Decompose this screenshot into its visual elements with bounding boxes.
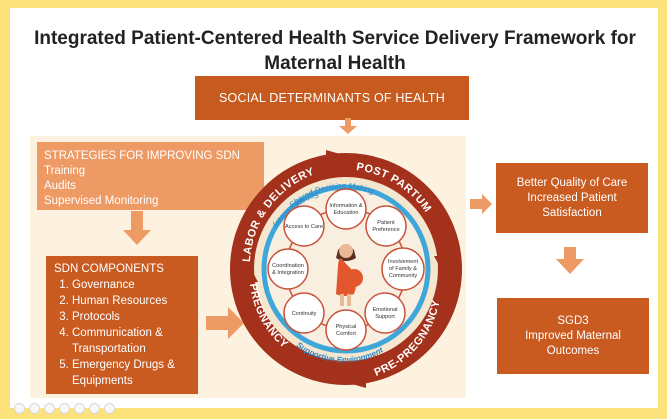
sdn-components-list: Governance Human Resources Protocols Com…	[54, 277, 198, 389]
strategies-box: STRATEGIES FOR IMPROVING SDN Training Au…	[37, 142, 264, 210]
diagram-title: Integrated Patient-Centered Health Servi…	[30, 26, 640, 76]
social-determinants-box: SOCIAL DETERMINANTS OF HEALTH	[195, 76, 469, 120]
sgd3-outcome-box: SGD3 Improved Maternal Outcomes	[497, 298, 649, 374]
ring-arrowhead	[338, 362, 366, 388]
node-label: Emotional	[373, 307, 398, 313]
strategy-item: Training	[44, 165, 86, 177]
strategy-item: Audits	[44, 180, 76, 192]
title-line-2: Maternal Health	[264, 53, 406, 74]
strategies-heading: STRATEGIES FOR IMPROVING SDN	[44, 150, 240, 162]
component-item: Governance	[72, 277, 198, 293]
node-family-involvement	[381, 247, 425, 291]
title-line-1: Integrated Patient-Centered Health Servi…	[34, 28, 636, 49]
toolbar-dot[interactable]	[74, 403, 85, 414]
toolbar-dot[interactable]	[104, 403, 115, 414]
node-label: Continuity	[292, 311, 317, 317]
node-access-to-care	[283, 205, 325, 247]
toolbar-dot[interactable]	[44, 403, 55, 414]
node-label: Coordination	[272, 263, 304, 269]
strategy-item: Supervised Monitoring	[44, 195, 159, 207]
component-item: Protocols	[72, 309, 198, 325]
node-label: Comfort	[336, 331, 356, 337]
ring-arrowhead	[326, 150, 354, 176]
social-determinants-label: SOCIAL DETERMINANTS OF HEALTH	[219, 91, 445, 105]
arrow-components-right	[206, 307, 244, 339]
component-item: Emergency Drugs & Equipments	[72, 357, 198, 389]
component-item-line: Emergency Drugs &	[72, 359, 175, 371]
sgd-line: SGD3	[557, 314, 589, 327]
component-item: Human Resources	[72, 293, 198, 309]
toolbar-dot[interactable]	[89, 403, 100, 414]
quality-line: Increased Patient	[527, 191, 617, 204]
toolbar-dot[interactable]	[14, 403, 25, 414]
node-label: of Family &	[389, 266, 417, 272]
node-continuity	[283, 292, 325, 334]
sdn-components-box: SDN COMPONENTS Governance Human Resource…	[46, 256, 198, 394]
ring-arrowhead	[434, 256, 456, 286]
quality-of-care-box: Better Quality of Care Increased Patient…	[496, 163, 648, 233]
sgd-line: Improved Maternal	[525, 329, 621, 342]
arrow-strategies-down	[123, 211, 151, 245]
component-item: Communication & Transportation	[72, 325, 198, 357]
care-wheel: LABOR & DELIVERY POST PARTUM PRE-PREGNAN…	[230, 150, 462, 388]
node-label: Patient	[377, 220, 395, 226]
node-label: Education	[334, 210, 359, 216]
node-patient-preference	[365, 205, 407, 247]
node-emotional-support	[364, 292, 406, 334]
node-label: Preference	[372, 227, 399, 233]
ring-arrowhead	[236, 252, 258, 282]
pregnant-woman-icon	[336, 244, 363, 306]
ring-arrowheads	[236, 150, 456, 388]
arrow-wheel-right	[470, 194, 492, 214]
node-information-education	[325, 188, 367, 230]
quality-line: Satisfaction	[542, 206, 602, 219]
sgd-line: Outcomes	[546, 344, 600, 357]
toolbar-dots	[14, 401, 119, 419]
node-coordination	[267, 248, 309, 290]
arrow-quality-down	[556, 247, 584, 274]
node-label: & Integration	[272, 270, 304, 276]
node-label: Physical	[336, 324, 357, 330]
node-label: Community	[389, 273, 417, 279]
node-label: Involvement	[388, 259, 419, 265]
toolbar-dot[interactable]	[29, 403, 40, 414]
component-item-line: Communication &	[72, 327, 163, 339]
node-label: Access to Care	[285, 224, 323, 230]
node-label: Information &	[329, 203, 363, 209]
arrow-sdh-down	[339, 118, 357, 134]
node-physical-comfort	[325, 309, 367, 351]
component-item-line: Equipments	[72, 375, 133, 387]
quality-line: Better Quality of Care	[516, 176, 628, 189]
toolbar-dot[interactable]	[59, 403, 70, 414]
sdn-components-heading: SDN COMPONENTS	[54, 263, 164, 275]
node-label: Support	[375, 314, 395, 320]
component-item-line: Transportation	[72, 343, 146, 355]
